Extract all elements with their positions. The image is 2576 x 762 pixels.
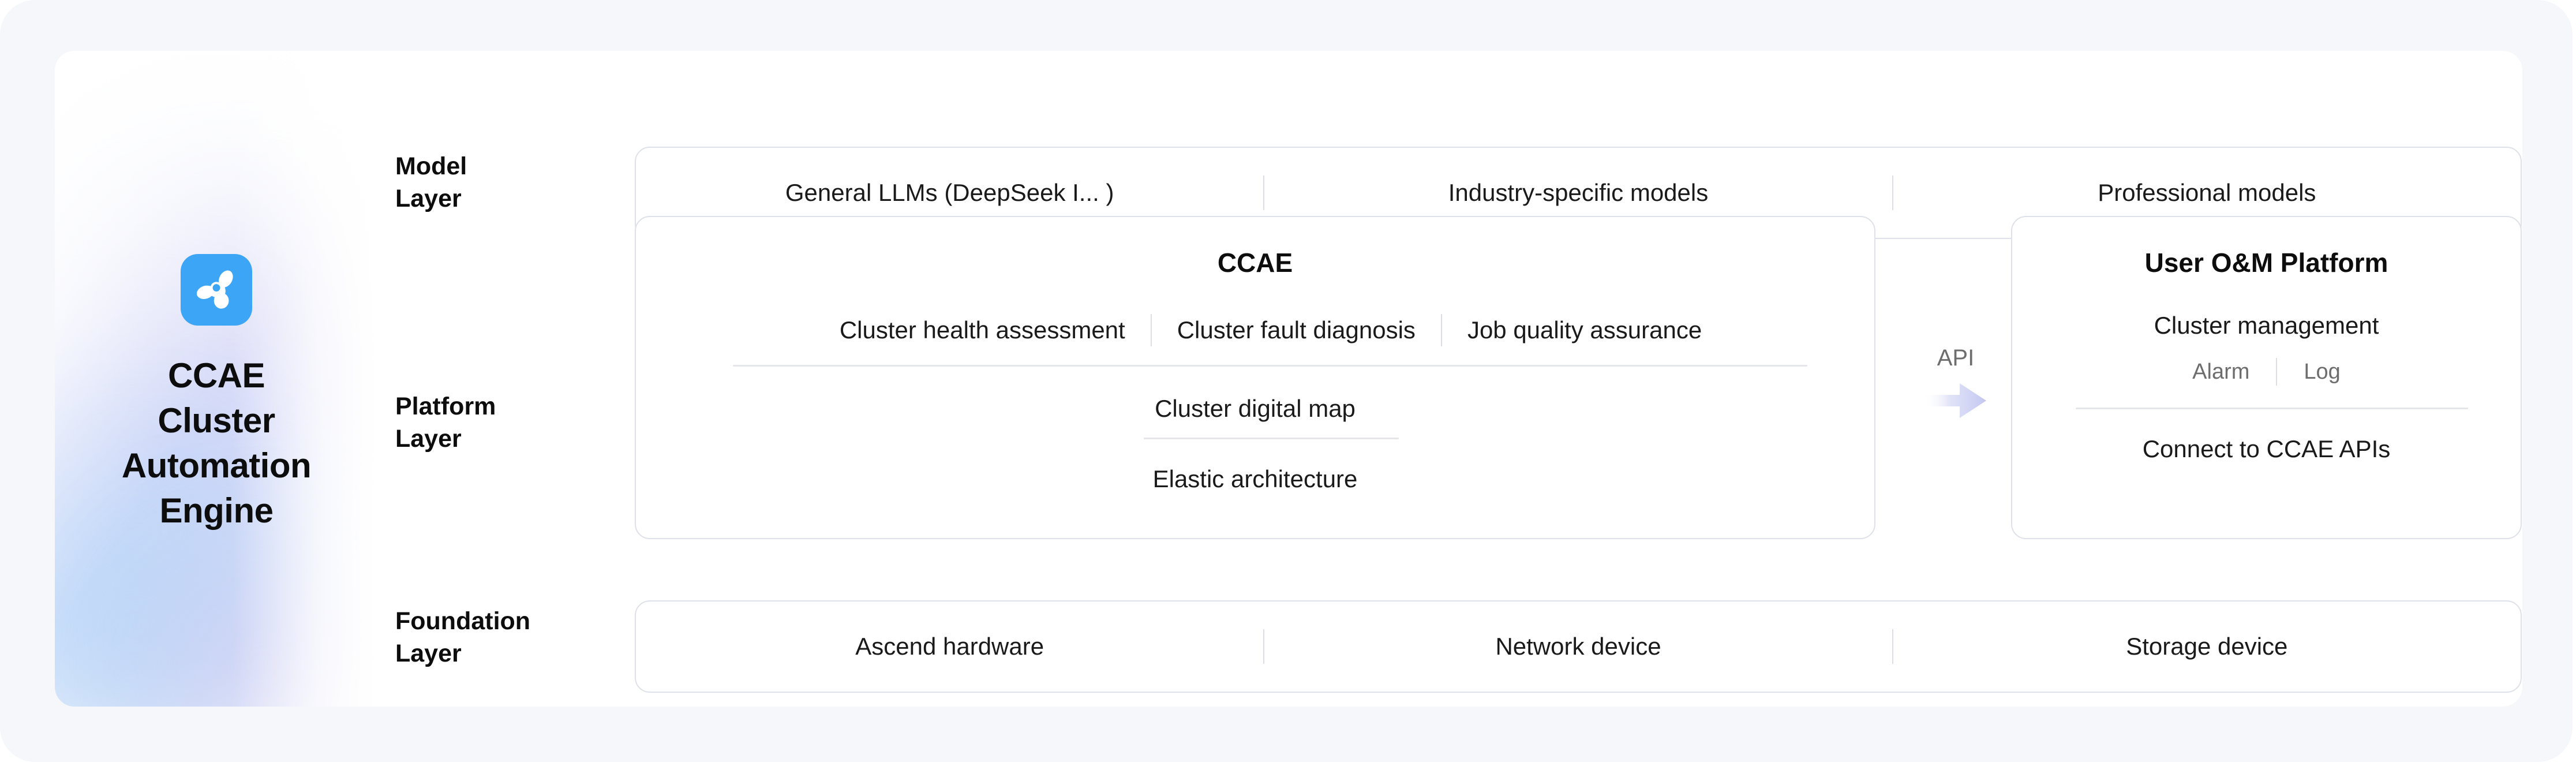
layer-label-platform: Platform Layer [395, 390, 586, 455]
api-label: API [1937, 345, 1975, 371]
divider-vertical [1263, 629, 1265, 664]
arrow-right-icon [1889, 380, 2023, 424]
aurora-gradient-background [55, 51, 378, 707]
om-box-title: User O&M Platform [2144, 248, 2388, 278]
foundation-layer-items: Ascend hardware Network device Storage d… [636, 602, 2521, 692]
model-item-professional[interactable]: Professional models [2098, 179, 2316, 206]
ccae-platform-box: CCAE Cluster health assessment Cluster f… [635, 216, 1875, 539]
layer-label-foundation: Foundation Layer [395, 605, 586, 670]
ccae-cluster-digital-map[interactable]: Cluster digital map [1155, 395, 1356, 422]
brand-title-line: Engine [159, 491, 274, 530]
ccae-box-title: CCAE [1217, 248, 1293, 278]
layer-label-model: Model Layer [395, 150, 586, 215]
model-layer-items: General LLMs (DeepSeek I... ) Industry-s… [636, 148, 2521, 238]
foundation-item-storage-device[interactable]: Storage device [2126, 633, 2288, 660]
layer-label-line: Layer [395, 425, 462, 453]
divider-vertical [1440, 314, 1442, 346]
ccae-app-icon [181, 254, 252, 326]
layer-label-line: Layer [395, 640, 462, 667]
model-item-general-llms[interactable]: General LLMs (DeepSeek I... ) [785, 179, 1114, 206]
om-sub-item-log[interactable]: Log [2304, 359, 2341, 384]
divider-vertical [1892, 629, 1893, 664]
brand-title-line: Cluster [158, 401, 275, 440]
diagram-card: CCAE Cluster Automation Engine Model Lay… [55, 51, 2522, 707]
divider-horizontal [733, 365, 1807, 367]
om-cluster-management[interactable]: Cluster management [2154, 312, 2379, 339]
foundation-item-network-device[interactable]: Network device [1495, 633, 1661, 660]
ccae-capability-health-assessment[interactable]: Cluster health assessment [839, 316, 1125, 343]
om-connect-to-ccae-apis[interactable]: Connect to CCAE APIs [2142, 435, 2391, 462]
divider-vertical [2276, 358, 2278, 386]
divider-horizontal [2076, 408, 2468, 409]
brand-content: CCAE Cluster Automation Engine [55, 254, 378, 533]
divider-vertical [1892, 175, 1893, 210]
ccae-elastic-architecture[interactable]: Elastic architecture [1152, 465, 1358, 492]
divider-vertical [1150, 314, 1152, 346]
layer-label-line: Platform [395, 393, 496, 420]
molecule-icon [196, 270, 233, 309]
foundation-layer-box: Ascend hardware Network device Storage d… [635, 600, 2522, 693]
divider-horizontal [1144, 438, 1399, 439]
ccae-capability-fault-diagnosis[interactable]: Cluster fault diagnosis [1177, 316, 1416, 343]
om-sub-items: Alarm Log [2012, 358, 2521, 386]
api-connector: API [1889, 344, 2023, 424]
layer-label-line: Layer [395, 185, 462, 212]
brand-panel: CCAE Cluster Automation Engine [55, 51, 378, 707]
ccae-capability-row: Cluster health assessment Cluster fault … [728, 314, 1813, 346]
foundation-item-ascend-hardware[interactable]: Ascend hardware [855, 633, 1044, 660]
user-om-platform-box: User O&M Platform Cluster management Ala… [2011, 216, 2522, 539]
layer-label-line: Model [395, 152, 467, 180]
om-sub-item-alarm[interactable]: Alarm [2192, 359, 2250, 384]
brand-title-line: Automation [121, 446, 312, 485]
model-item-industry-specific[interactable]: Industry-specific models [1448, 179, 1709, 206]
ccae-capability-job-quality[interactable]: Job quality assurance [1467, 316, 1702, 343]
brand-title-line: CCAE [167, 356, 265, 395]
layer-label-line: Foundation [395, 607, 531, 635]
divider-vertical [1263, 175, 1265, 210]
brand-title: CCAE Cluster Automation Engine [55, 353, 378, 533]
